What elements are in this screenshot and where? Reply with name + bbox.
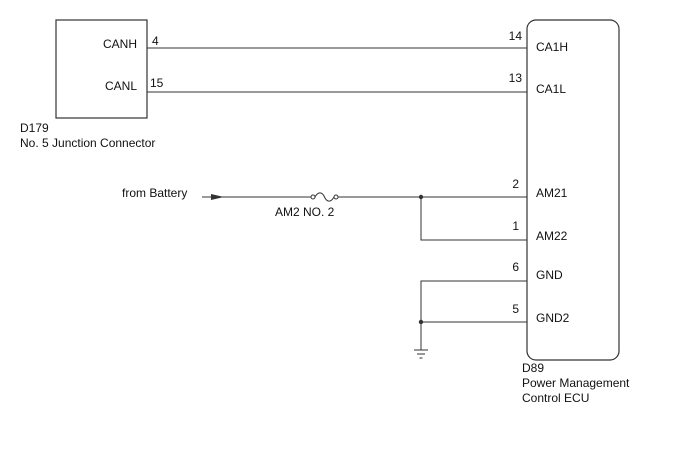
d89-pin-label-ca1l: CA1L <box>536 82 566 96</box>
d89-pin-label-ca1h: CA1H <box>536 40 568 54</box>
d89-pin-label-gnd: GND <box>536 268 563 282</box>
d89-pin-label-am22: AM22 <box>536 229 568 243</box>
d179-pin-label-canh: CANH <box>103 37 137 51</box>
d179-pin-number-canh: 4 <box>152 34 159 48</box>
d89-pin-label-gnd2: GND2 <box>536 311 570 325</box>
d179-code: D179 <box>20 121 49 135</box>
wire-gnd <box>420 280 527 350</box>
d89-pin-number-am21: 2 <box>512 177 519 191</box>
ground-icon <box>414 349 428 359</box>
d89-pin-number-gnd: 6 <box>512 260 519 274</box>
fuse-label: AM2 NO. 2 <box>275 205 335 219</box>
ecu-d89: CA1H CA1L AM21 AM22 GND GND2 14 13 2 1 6… <box>509 19 630 405</box>
d179-pin-label-canl: CANL <box>105 79 137 93</box>
wire-am22 <box>420 197 527 241</box>
d179-name: No. 5 Junction Connector <box>20 136 155 150</box>
arrow-right-icon <box>211 194 224 200</box>
fuse-icon <box>310 192 339 202</box>
d89-pin-label-am21: AM21 <box>536 186 568 200</box>
d89-code: D89 <box>522 361 544 375</box>
d89-pin-number-ca1h: 14 <box>509 29 523 43</box>
connector-d179: CANH CANL 4 15 D179 No. 5 Junction Conne… <box>20 19 164 150</box>
power-source-label: from Battery <box>122 186 187 200</box>
d89-pin-number-ca1l: 13 <box>509 71 523 85</box>
junction-dot-gnd <box>418 319 424 325</box>
d89-pin-number-gnd2: 5 <box>512 302 519 316</box>
d89-name-line1: Power Management <box>522 376 630 390</box>
d179-pin-number-canl: 15 <box>150 76 164 90</box>
d89-name-line2: Control ECU <box>522 391 589 405</box>
ecu-d89-body <box>526 19 620 361</box>
connector-d179-body <box>55 19 148 119</box>
d89-pin-number-am22: 1 <box>512 219 519 233</box>
